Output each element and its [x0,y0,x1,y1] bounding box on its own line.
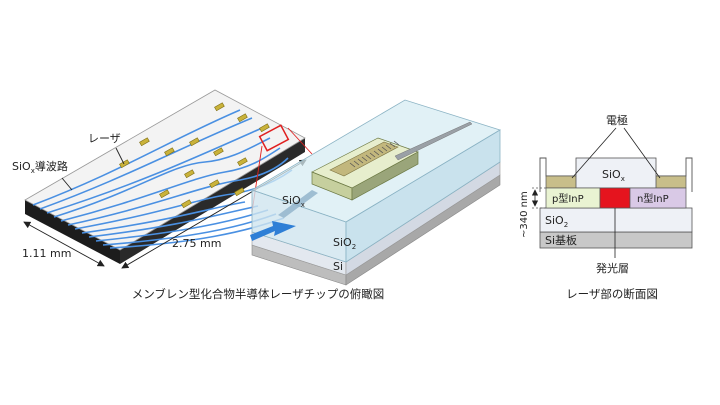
grating-tooth [369,152,376,158]
grating-tooth [385,144,392,150]
zoom-siox-label: SiOx [282,194,305,209]
laser-pad [214,102,225,112]
emission-label: 発光層 [596,261,629,275]
thickness-label: ~340 nm [519,191,530,238]
electrode-leader-left [571,127,617,179]
right-caption: レーザ部の断面図 [566,287,658,301]
active-layer [599,187,631,209]
laser-pad [237,113,248,123]
laser-pad [164,147,175,157]
grating-tooth [349,162,356,168]
length-label: 2.75 mm [172,237,221,250]
laser-pad [139,137,150,147]
grating-tooth [381,146,388,152]
siox-block [575,157,657,189]
grating-tooth [389,142,396,148]
grating-tooth [365,154,372,160]
grating-tooth [377,148,384,154]
left-caption: メンブレン型化合物半導体レーザチップの俯瞰図 [132,287,384,301]
grating-tooth [357,158,364,164]
waveguide-label-line [61,177,73,191]
grating-tooth [361,156,368,162]
p-inp-label: p型InP [552,192,584,205]
zoom-line-top [287,127,313,155]
taper-waveguide [394,121,473,161]
zoom-sio2-label: SiO2 [333,236,356,251]
glass-right [345,129,501,263]
zoom-view: SiOx SiO2 Si [250,99,501,286]
grating [349,140,400,168]
laser-pad [259,123,270,133]
electrode-leader-right [623,127,661,179]
cross-section: 電極 SiOx p型InP n型InP SiO2 Si基板 ~340 nm 発光… [519,113,693,275]
grating-tooth [373,150,380,156]
waveguide-label: SiOx導波路 [12,159,68,175]
laser-label: レーザ [88,132,121,145]
zoom-marker [258,124,290,152]
si-substrate-label: Si基板 [545,233,577,247]
zoom-si-label: Si [333,260,343,273]
cs-sio2-label: SiO2 [545,214,568,229]
width-label: 1.11 mm [22,247,71,260]
cs-siox-label: SiOx [602,168,625,183]
output-beam-arrow [250,221,296,241]
grating-tooth [353,160,360,166]
electrode-label: 電極 [606,113,628,127]
n-inp [629,187,687,209]
grating-tooth [393,140,400,146]
laser-mesa-right [351,151,419,201]
width-dimension-arrow [23,221,105,267]
laser-pad [213,147,224,157]
laser-pad [189,137,200,147]
n-inp-label: n型InP [637,192,669,205]
output-waveguide [278,190,318,218]
